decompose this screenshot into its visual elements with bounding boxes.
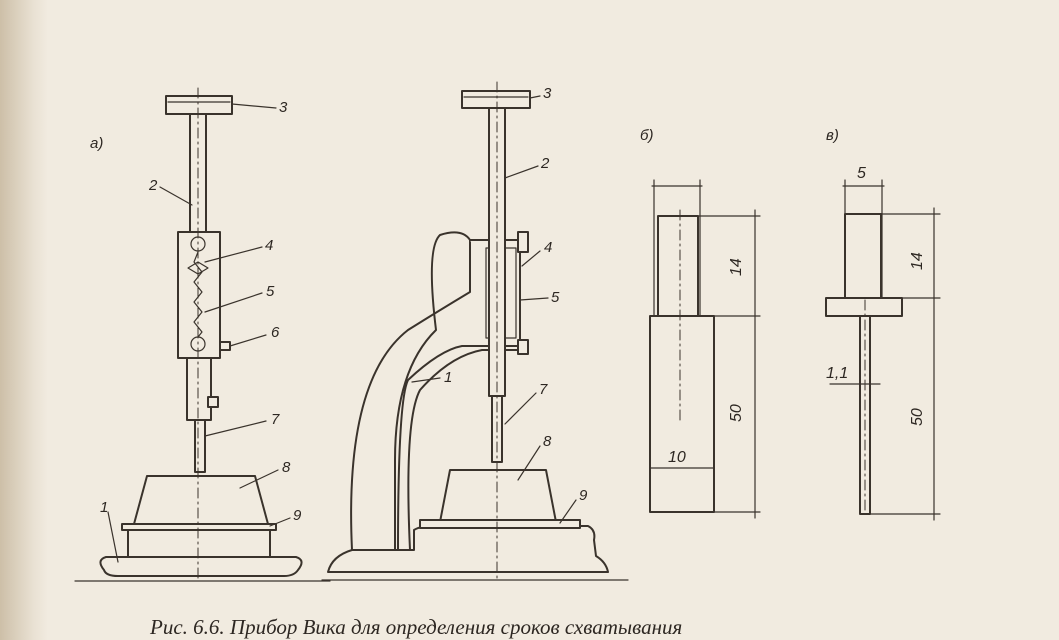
device-a-side bbox=[321, 81, 629, 581]
part-number-9-side: 9 bbox=[579, 487, 588, 504]
part-number-9: 9 bbox=[293, 507, 302, 524]
needle-b-drawing bbox=[649, 179, 761, 519]
device-a bbox=[74, 87, 331, 582]
figure-caption: Рис. 6.6. Прибор Вика для определения ср… bbox=[150, 615, 683, 639]
panel-label-v: в) bbox=[826, 127, 839, 144]
part-number-1-side: 1 bbox=[444, 369, 452, 386]
part-number-8: 8 bbox=[282, 459, 291, 476]
part-number-5: 5 bbox=[266, 283, 275, 300]
part-number-5-side: 5 bbox=[551, 289, 560, 306]
needle-v-drawing bbox=[825, 179, 941, 521]
panel-label-a: а) bbox=[90, 135, 103, 152]
part-number-8-side: 8 bbox=[543, 433, 552, 450]
dim-b-bottom-height: 50 bbox=[728, 404, 745, 422]
part-number-3: 3 bbox=[279, 99, 288, 116]
part-number-7-side: 7 bbox=[539, 381, 548, 398]
part-number-3-side: 3 bbox=[543, 85, 552, 102]
dim-b-top-height: 14 bbox=[728, 258, 745, 276]
part-number-2: 2 bbox=[148, 177, 158, 194]
dim-v-top-height: 14 bbox=[909, 252, 926, 270]
page-binding-shadow bbox=[0, 0, 48, 640]
panel-label-b: б) bbox=[640, 127, 653, 144]
dim-b-bottom-width: 10 bbox=[668, 449, 686, 466]
dim-v-bottom-height: 50 bbox=[909, 408, 926, 426]
part-number-1: 1 bbox=[100, 499, 108, 516]
part-number-4-side: 4 bbox=[544, 239, 552, 256]
dim-v-top-width: 5 bbox=[857, 165, 866, 182]
part-number-6: 6 bbox=[271, 324, 280, 341]
part-number-4: 4 bbox=[265, 237, 273, 254]
part-number-7: 7 bbox=[271, 411, 280, 428]
dim-v-needle-diameter: 1,1 bbox=[826, 365, 848, 382]
part-number-2-side: 2 bbox=[540, 155, 550, 172]
